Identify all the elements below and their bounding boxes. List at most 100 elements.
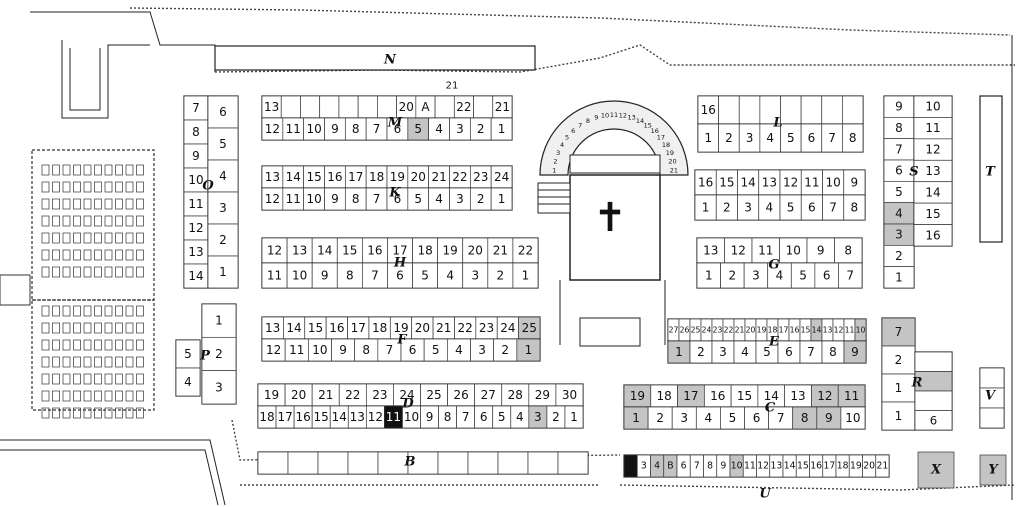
plot-number: 1 bbox=[498, 192, 506, 206]
grave-plot[interactable] bbox=[490, 117, 513, 141]
grave-plot[interactable] bbox=[842, 123, 864, 153]
grave-plot[interactable] bbox=[564, 405, 584, 429]
grave-plot[interactable] bbox=[207, 255, 239, 289]
grave-plot[interactable] bbox=[821, 95, 843, 125]
grave-plot[interactable] bbox=[434, 95, 455, 119]
grave-plot[interactable] bbox=[207, 159, 239, 193]
grave-plot[interactable] bbox=[487, 237, 514, 264]
grave-plot[interactable] bbox=[261, 262, 288, 289]
plot-number: 14 bbox=[764, 389, 779, 403]
grave-plot[interactable] bbox=[527, 451, 559, 475]
grave-plot[interactable] bbox=[842, 95, 864, 125]
plot-number: 13 bbox=[292, 244, 307, 258]
plot-number: 5 bbox=[895, 185, 903, 199]
grave-plot[interactable] bbox=[738, 95, 761, 125]
grave-plot[interactable] bbox=[979, 367, 1005, 389]
grave-plot[interactable] bbox=[201, 336, 237, 372]
grave-plot[interactable] bbox=[881, 317, 916, 347]
grave-plot[interactable] bbox=[347, 451, 379, 475]
grave-plot[interactable] bbox=[437, 237, 464, 264]
grave-plot[interactable] bbox=[287, 451, 319, 475]
grave-plot[interactable] bbox=[881, 345, 916, 375]
grave-plot[interactable] bbox=[319, 95, 340, 119]
grave-plot[interactable] bbox=[516, 338, 541, 362]
grave-plot[interactable] bbox=[497, 451, 529, 475]
grave-plot[interactable] bbox=[780, 95, 802, 125]
grave-plot[interactable] bbox=[467, 451, 499, 475]
grave-plot[interactable] bbox=[412, 262, 438, 289]
grave-plot[interactable] bbox=[437, 451, 469, 475]
arch-plot-number: 1 bbox=[552, 167, 556, 175]
grave-plot[interactable] bbox=[914, 410, 953, 431]
grave-plot[interactable] bbox=[914, 390, 953, 411]
grave-plot[interactable] bbox=[183, 143, 209, 169]
grave-plot[interactable] bbox=[175, 339, 201, 369]
grave-plot[interactable] bbox=[280, 95, 301, 119]
grave-plot[interactable] bbox=[257, 451, 289, 475]
plot-number: 20 bbox=[411, 170, 426, 184]
section-Y-box[interactable]: Y bbox=[979, 454, 1007, 486]
grave-plot[interactable] bbox=[718, 95, 740, 125]
grave-plot[interactable] bbox=[387, 262, 413, 289]
grave-plot[interactable] bbox=[286, 262, 313, 289]
section-X-box[interactable]: X bbox=[917, 451, 955, 489]
grave-plot[interactable] bbox=[800, 95, 823, 125]
grave-plot[interactable] bbox=[201, 303, 237, 338]
grave-plot[interactable] bbox=[840, 406, 866, 430]
grave-plot[interactable] bbox=[207, 223, 239, 257]
garden-grave bbox=[94, 407, 102, 419]
grave-plot[interactable] bbox=[883, 266, 915, 289]
grave-plot[interactable] bbox=[881, 401, 916, 431]
grave-plot[interactable] bbox=[557, 451, 589, 475]
grave-plot[interactable] bbox=[201, 370, 237, 405]
plot-number: 3 bbox=[478, 343, 486, 357]
plot-number: 5 bbox=[414, 192, 422, 206]
grave-plot[interactable] bbox=[473, 95, 494, 119]
grave-plot[interactable] bbox=[512, 262, 539, 289]
grave-plot[interactable] bbox=[437, 262, 464, 289]
grave-plot[interactable] bbox=[490, 187, 513, 211]
grave-plot[interactable] bbox=[843, 340, 867, 364]
grave-plot[interactable] bbox=[623, 454, 638, 478]
grave-plot[interactable] bbox=[175, 367, 201, 397]
garden-grave bbox=[83, 390, 92, 402]
grave-plot[interactable] bbox=[311, 237, 338, 264]
grave-plot[interactable] bbox=[914, 351, 953, 372]
grave-plot[interactable] bbox=[881, 373, 916, 403]
section-label-k: K bbox=[388, 186, 401, 201]
garden-grave bbox=[104, 249, 113, 261]
grave-plot[interactable] bbox=[843, 194, 866, 221]
plot-number: 15 bbox=[797, 461, 809, 472]
grave-plot[interactable] bbox=[338, 95, 359, 119]
grave-plot[interactable] bbox=[357, 95, 378, 119]
grave-plot[interactable] bbox=[183, 167, 209, 193]
grave-plot[interactable] bbox=[336, 262, 363, 289]
grave-plot[interactable] bbox=[462, 237, 489, 264]
plot-number: 21 bbox=[436, 321, 451, 335]
grave-plot[interactable] bbox=[317, 451, 349, 475]
grave-plot[interactable] bbox=[183, 215, 209, 241]
plot-number: 6 bbox=[681, 461, 687, 472]
grave-plot[interactable] bbox=[487, 262, 514, 289]
garden-grave bbox=[136, 407, 144, 419]
grave-plot[interactable] bbox=[979, 407, 1005, 429]
plot-number: 15 bbox=[314, 410, 329, 424]
grave-plot[interactable] bbox=[875, 454, 890, 478]
plot-number: 17 bbox=[779, 326, 789, 335]
grave-plot[interactable] bbox=[362, 262, 388, 289]
garden-grave bbox=[94, 164, 102, 176]
grave-plot[interactable] bbox=[779, 237, 808, 264]
garden-grave bbox=[136, 181, 144, 193]
grave-plot[interactable] bbox=[806, 237, 835, 264]
grave-plot[interactable] bbox=[838, 262, 863, 289]
grave-plot[interactable] bbox=[913, 224, 953, 247]
grave-plot[interactable] bbox=[207, 95, 239, 129]
plot-number: 1 bbox=[702, 201, 710, 215]
grave-plot[interactable] bbox=[377, 451, 409, 475]
grave-plot[interactable] bbox=[462, 262, 489, 289]
grave-plot[interactable] bbox=[183, 263, 209, 289]
garden-grave bbox=[52, 322, 60, 334]
grave-plot[interactable] bbox=[300, 95, 321, 119]
plot-number: 6 bbox=[808, 201, 816, 215]
